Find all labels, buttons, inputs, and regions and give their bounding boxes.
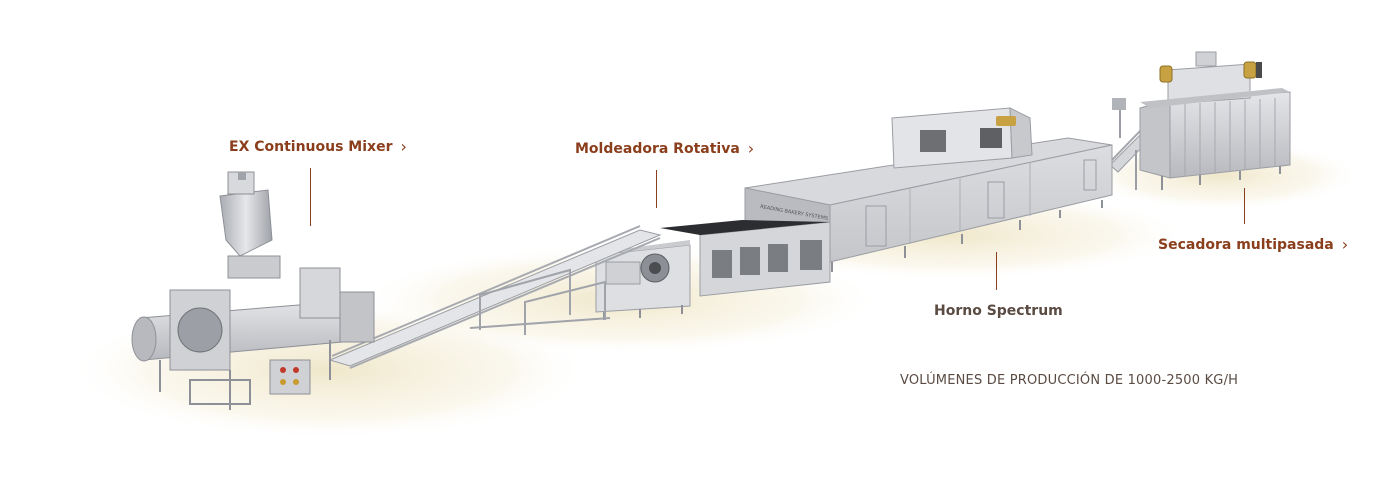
- chevron-right-icon: ›: [747, 139, 755, 158]
- chevron-right-icon: ›: [1341, 235, 1349, 254]
- incline-conveyor: [328, 225, 662, 369]
- oven-leader-line: [996, 252, 997, 290]
- moulder-link[interactable]: Moldeadora Rotativa ›: [575, 139, 755, 158]
- continuous-mixer-machine: [131, 171, 375, 410]
- dryer-leader-line: [1244, 188, 1245, 224]
- moulder-leader-line: [656, 170, 657, 208]
- oven-machine: READING BAKERY SYSTEMS: [660, 107, 1113, 297]
- dryer-machine: [1109, 51, 1291, 190]
- moulder-label: Moldeadora Rotativa: [575, 141, 740, 157]
- mixer-label: EX Continuous Mixer: [229, 139, 393, 155]
- oven-label: Horno Spectrum: [934, 303, 1063, 319]
- mixer-link[interactable]: EX Continuous Mixer ›: [229, 137, 407, 156]
- dryer-label: Secadora multipasada: [1158, 237, 1334, 253]
- production-volume-text: VOLÚMENES DE PRODUCCIÓN DE 1000-2500 KG/…: [900, 373, 1239, 388]
- chevron-right-icon: ›: [400, 137, 407, 156]
- dryer-link[interactable]: Secadora multipasada ›: [1158, 235, 1349, 254]
- mixer-leader-line: [310, 168, 311, 226]
